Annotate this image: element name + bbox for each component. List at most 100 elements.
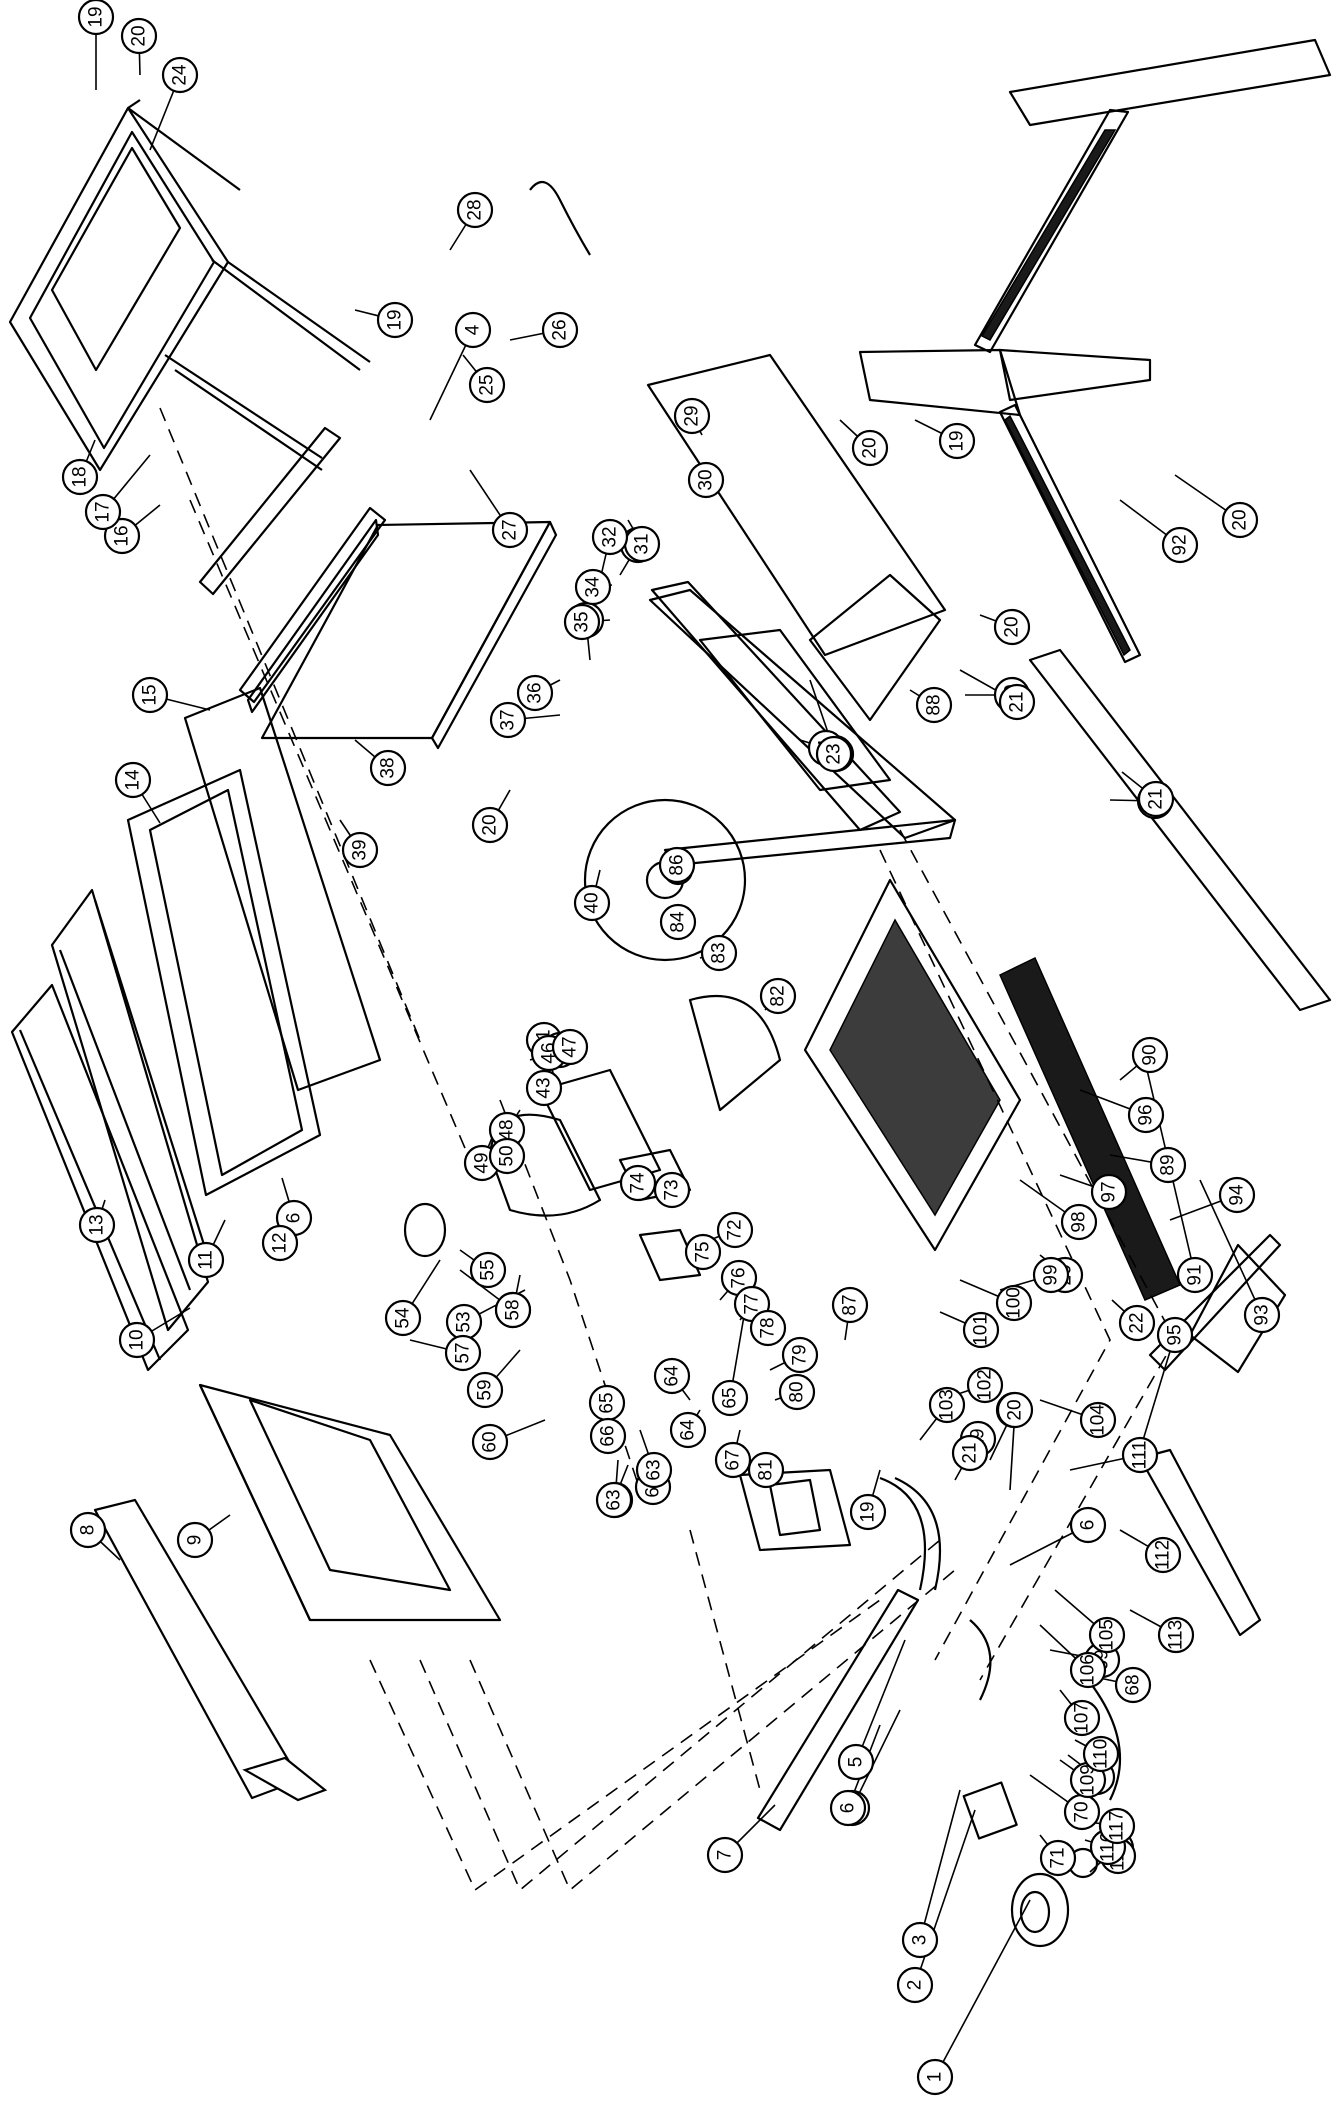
- callout-circle: [161, 56, 199, 94]
- callout-number: 21: [960, 1442, 981, 1463]
- callout-number: 64: [662, 1365, 683, 1387]
- callout-number: 47: [560, 1036, 581, 1057]
- callout-circle: [635, 1451, 673, 1489]
- callout-circle: [995, 1284, 1033, 1322]
- callout-circle: [1161, 526, 1199, 564]
- callout-105: 105: [1088, 1616, 1126, 1654]
- callout-circle: [1063, 1699, 1101, 1737]
- callout-circle: [706, 1836, 744, 1874]
- callout-number: 21: [1007, 691, 1028, 712]
- callout-number: 97: [1099, 1181, 1120, 1202]
- callout-number: 19: [86, 6, 107, 27]
- callout-circle: [1131, 1036, 1169, 1074]
- callout-circle: [384, 1299, 422, 1337]
- callout-circle: [454, 311, 492, 349]
- callout-number: 117: [1107, 1811, 1128, 1841]
- callout-79: 79: [781, 1336, 819, 1374]
- callout-40: 40: [573, 884, 611, 922]
- callout-92: 92: [1161, 526, 1199, 564]
- callout-circle: [938, 422, 976, 460]
- callout-circle: [118, 1321, 156, 1359]
- callout-circle: [489, 701, 527, 739]
- callout-circle: [951, 1434, 989, 1472]
- callout-number: 63: [644, 1459, 665, 1480]
- callout-number: 88: [924, 694, 945, 715]
- callout-20: 20: [471, 806, 509, 844]
- callout-number: 19: [858, 1501, 879, 1522]
- callout-circle: [669, 1411, 707, 1449]
- callout-number: 19: [947, 430, 968, 451]
- callout-number: 20: [480, 814, 501, 835]
- callout-number: 58: [503, 1299, 524, 1320]
- callout-circle: [1176, 1256, 1214, 1294]
- callout-circle: [1218, 1176, 1256, 1214]
- callout-number: 113: [1166, 1620, 1187, 1650]
- callout-number: 35: [572, 611, 593, 632]
- callout-9: 9: [176, 1521, 214, 1559]
- callout-20: 20: [996, 1391, 1034, 1429]
- callout-circle: [851, 429, 889, 467]
- callout-63: 63: [635, 1451, 673, 1489]
- callout-117: 117: [1098, 1807, 1136, 1845]
- callout-47: 47: [551, 1028, 589, 1066]
- callout-number: 102: [975, 1369, 996, 1401]
- callout-68: 68: [1114, 1666, 1152, 1704]
- callout-64: 64: [669, 1411, 707, 1449]
- callout-circle: [1098, 1807, 1136, 1845]
- callout-number: 26: [550, 319, 571, 340]
- callout-18: 18: [61, 458, 99, 496]
- callout-number: 54: [393, 1307, 414, 1329]
- callout-22: 22: [1118, 1304, 1156, 1342]
- callout-16: 16: [103, 517, 141, 555]
- callout-63: 63: [595, 1481, 633, 1519]
- callout-leader-4: [851, 1709, 901, 1809]
- callout-number: 112: [1153, 1540, 1174, 1570]
- callout-number: 101: [971, 1314, 992, 1346]
- part-base-frame: [198, 1383, 502, 1622]
- callout-number: 10: [127, 1329, 148, 1350]
- callout-circle: [574, 568, 612, 606]
- callout-number: 89: [1158, 1154, 1179, 1175]
- part-guide-bar: [1138, 1448, 1262, 1637]
- callout-circle: [998, 683, 1036, 721]
- callout-75: 75: [684, 1233, 722, 1271]
- callout-circle: [687, 461, 725, 499]
- callout-103: 103: [928, 1386, 966, 1424]
- callout-number: 65: [720, 1387, 741, 1408]
- callout-number: 2: [905, 1980, 926, 1991]
- callout-100: 100: [995, 1284, 1033, 1322]
- callout-number: 75: [693, 1241, 714, 1262]
- callout-circle: [749, 1309, 787, 1347]
- callout-number: 49: [472, 1152, 493, 1173]
- callout-number: 34: [583, 576, 604, 598]
- callout-78: 78: [749, 1309, 787, 1347]
- callout-number: 6: [838, 1803, 859, 1814]
- callout-number: 48: [497, 1119, 518, 1140]
- callout-circle: [673, 397, 711, 435]
- callout-circle: [595, 1481, 633, 1519]
- callout-circle: [966, 1366, 1004, 1404]
- callout-74: 74: [619, 1164, 657, 1202]
- callout-circle: [369, 749, 407, 787]
- callout-circle: [1060, 1203, 1098, 1241]
- callout-53: 53: [445, 1303, 483, 1341]
- callout-26: 26: [541, 311, 579, 349]
- callout-84: 84: [659, 903, 697, 941]
- callout-number: 83: [709, 942, 730, 963]
- callout-number: 80: [787, 1381, 808, 1402]
- callout-number: 4: [463, 324, 484, 335]
- callout-104: 104: [1079, 1401, 1117, 1439]
- callout-number: 7: [715, 1850, 736, 1861]
- callout-number: 12: [270, 1232, 291, 1253]
- callout-102: 102: [966, 1366, 1004, 1404]
- callout-number: 78: [758, 1317, 779, 1338]
- callout-67: 67: [714, 1441, 752, 1479]
- callout-48: 48: [488, 1111, 526, 1149]
- callout-circle: [1127, 1096, 1165, 1134]
- callout-circle: [684, 1233, 722, 1271]
- callout-number: 66: [598, 1425, 619, 1446]
- callout-number: 20: [1230, 509, 1251, 530]
- callout-number: 8: [78, 1525, 99, 1536]
- callout-circle: [1039, 1839, 1077, 1877]
- callout-66: 66: [589, 1417, 627, 1455]
